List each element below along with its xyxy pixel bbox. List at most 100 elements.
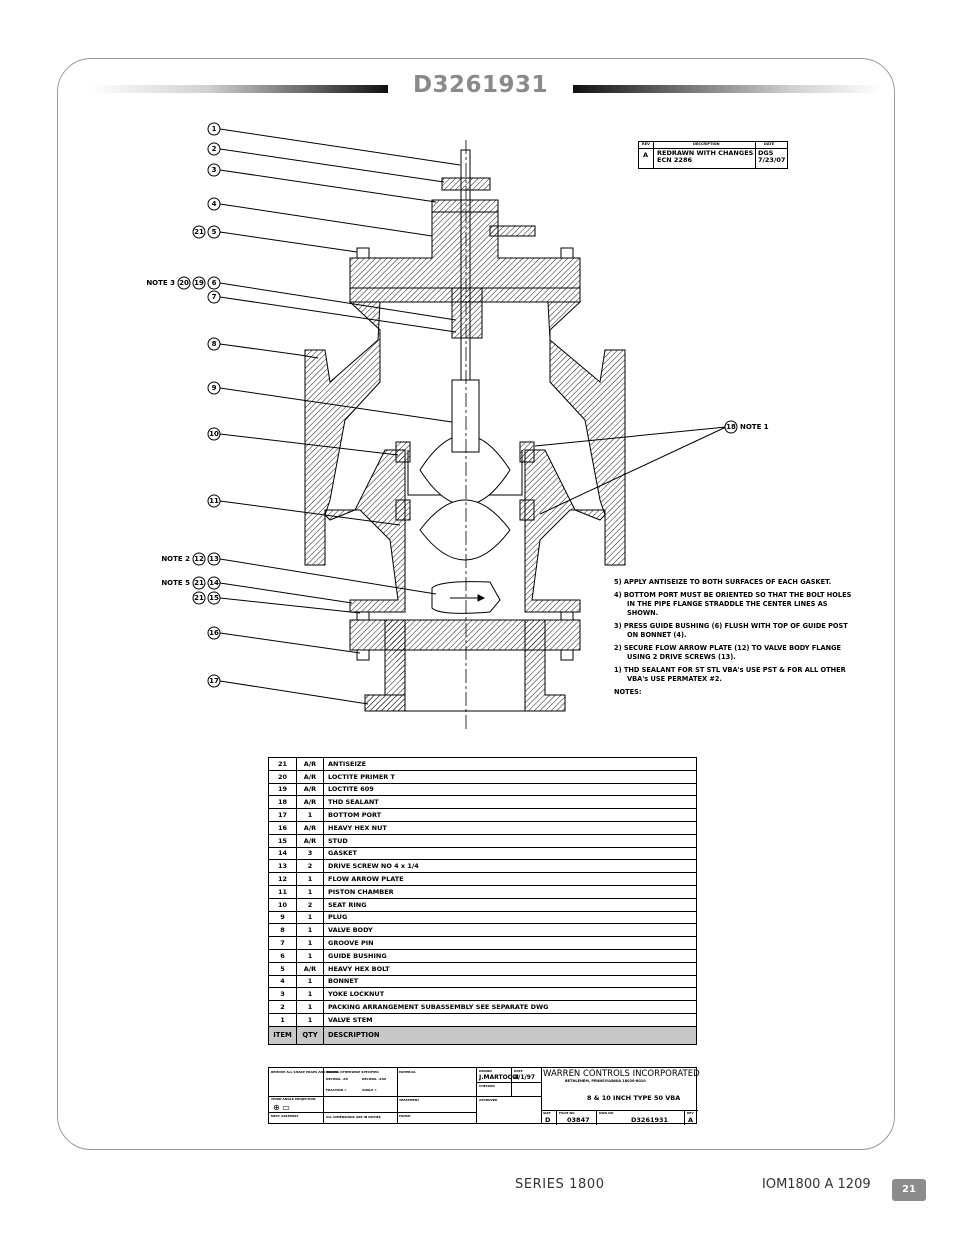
dwg-label: DWG NO: [599, 1111, 614, 1115]
bom-item-number: 20: [268, 769, 297, 784]
rev-label: REV: [687, 1111, 694, 1115]
checked-label: CHECKED: [479, 1084, 495, 1088]
callout-10: 10: [209, 430, 219, 438]
bom-quantity: 1: [296, 974, 324, 989]
note-1-label: NOTE 1: [740, 423, 769, 431]
note-3-label: NOTE 3: [146, 279, 175, 287]
note-5-label: NOTE 5: [161, 579, 190, 587]
bom-item-number: 7: [268, 936, 297, 950]
angle-tolerance: ANGLE ±: [362, 1088, 377, 1092]
date-label: DATE: [514, 1069, 523, 1073]
bom-quantity: A/R: [296, 769, 324, 784]
fraction-tolerance: FRACTION ±: [326, 1088, 347, 1092]
bom-description: STUD: [323, 833, 697, 848]
bom-quantity: 1: [296, 910, 324, 925]
bom-item-number: 15: [268, 833, 297, 848]
valve-body-left: [304, 301, 406, 613]
bom-quantity: A/R: [296, 795, 324, 810]
bom-description: LOCTITE 609: [323, 782, 697, 797]
drawn-label: DRAWN: [479, 1069, 492, 1073]
tolerance-heading: UNLESS OTHERWISE SPECIFIED: [326, 1070, 379, 1074]
bom-quantity: 1: [296, 1000, 324, 1014]
decimal-xxx: DECIMAL .XXX: [362, 1077, 387, 1081]
note-2: 2) SECURE FLOW ARROW PLATE (12) TO VALVE…: [614, 644, 842, 661]
callout-6: 6: [212, 279, 217, 287]
size-value: D: [545, 1116, 551, 1124]
bom-item-number: 5: [268, 961, 297, 976]
callout-21b: 21: [194, 579, 204, 587]
bom-description: THD SEALANT: [323, 795, 697, 810]
bom-description: GUIDE BUSHING: [323, 948, 697, 963]
footer-series: SERIES 1800: [515, 1177, 605, 1192]
footer-document-code: IOM1800 A 1209: [762, 1177, 871, 1192]
bom-description: ANTISEIZE: [323, 757, 697, 771]
bom-quantity: 2: [296, 859, 324, 874]
bom-description: FLOW ARROW PLATE: [323, 872, 697, 886]
rev-description-1: REDRAWN WITH CHANGES: [657, 149, 754, 157]
bom-description: DRIVE SCREW NO 4 x 1/4: [323, 859, 697, 874]
rev-description-2: ECN 2286: [657, 156, 693, 164]
bom-item-number: 9: [268, 910, 297, 925]
bom-item-number: 21: [268, 757, 297, 771]
bom-description: BONNET: [323, 974, 697, 989]
bom-quantity: A/R: [296, 833, 324, 848]
bom-description: VALVE BODY: [323, 923, 697, 938]
bom-quantity: 2: [296, 897, 324, 912]
callout-1: 1: [212, 125, 217, 133]
drawing-title: 8 & 10 INCH TYPE 50 VBA: [587, 1094, 681, 1102]
bom-quantity: 1: [296, 1012, 324, 1027]
seat-ring-upper: [395, 441, 411, 463]
bom-item-number: 13: [268, 859, 297, 874]
bom-quantity: A/R: [296, 757, 324, 771]
rev-col-header: REV: [642, 142, 650, 146]
note-4: 4) BOTTOM PORT MUST BE ORIENTED SO THAT …: [614, 591, 852, 617]
drawing-number-title: D3261931: [412, 72, 549, 98]
dwg-value: D3261931: [631, 1116, 669, 1124]
bom-quantity: 1: [296, 936, 324, 950]
valve-body-right: [524, 301, 626, 613]
bom-item-number: 2: [268, 1000, 297, 1014]
bom-description: PISTON CHAMBER: [323, 884, 697, 899]
title-rule-right: [573, 85, 883, 93]
callout-11: 11: [209, 497, 219, 505]
fscm-label: FSCM NO: [559, 1111, 575, 1115]
bom-description: VALVE STEM: [323, 1012, 697, 1027]
bom-quantity: 1: [296, 948, 324, 963]
bom-item-number: 17: [268, 808, 297, 822]
bom-quantity: A/R: [296, 820, 324, 835]
rev-date-2: 7/23/07: [758, 156, 786, 164]
bom-quantity: 1: [296, 884, 324, 899]
note-3: 3) PRESS GUIDE BUSHING (6) FLUSH WITH TO…: [614, 622, 848, 639]
callout-14: 14: [209, 579, 219, 587]
bom-quantity: 1: [296, 808, 324, 822]
notes-heading: NOTES:: [614, 688, 642, 696]
remove-burrs-note: REMOVE ALL SHARP EDGES AND BURRS: [271, 1070, 339, 1074]
callout-19: 19: [194, 279, 204, 287]
bom-item-number: 11: [268, 884, 297, 899]
material-label: MATERIAL: [399, 1070, 416, 1074]
projection-symbol-icon: ⊕ ▭: [273, 1103, 290, 1112]
bom-quantity: 1: [296, 872, 324, 886]
title-block: REMOVE ALL SHARP EDGES AND BURRS UNLESS …: [268, 1067, 700, 1125]
company-location: BETHLEHEM, PENNSYLVANIA 18020-8010: [565, 1079, 646, 1083]
bom-header-row: ITEM QTY DESCRIPTION: [268, 1025, 697, 1045]
plug: [419, 434, 511, 506]
revision-block: REV DESCRIPTION DATE A REDRAWN WITH CHAN…: [638, 141, 788, 169]
callout-15: 15: [209, 594, 219, 602]
bom-description: HEAVY HEX NUT: [323, 820, 697, 835]
bom-item-number: 16: [268, 820, 297, 835]
third-angle-projection: THIRD ANGLE PROJECTION: [271, 1097, 316, 1101]
callout-7: 7: [212, 293, 217, 301]
